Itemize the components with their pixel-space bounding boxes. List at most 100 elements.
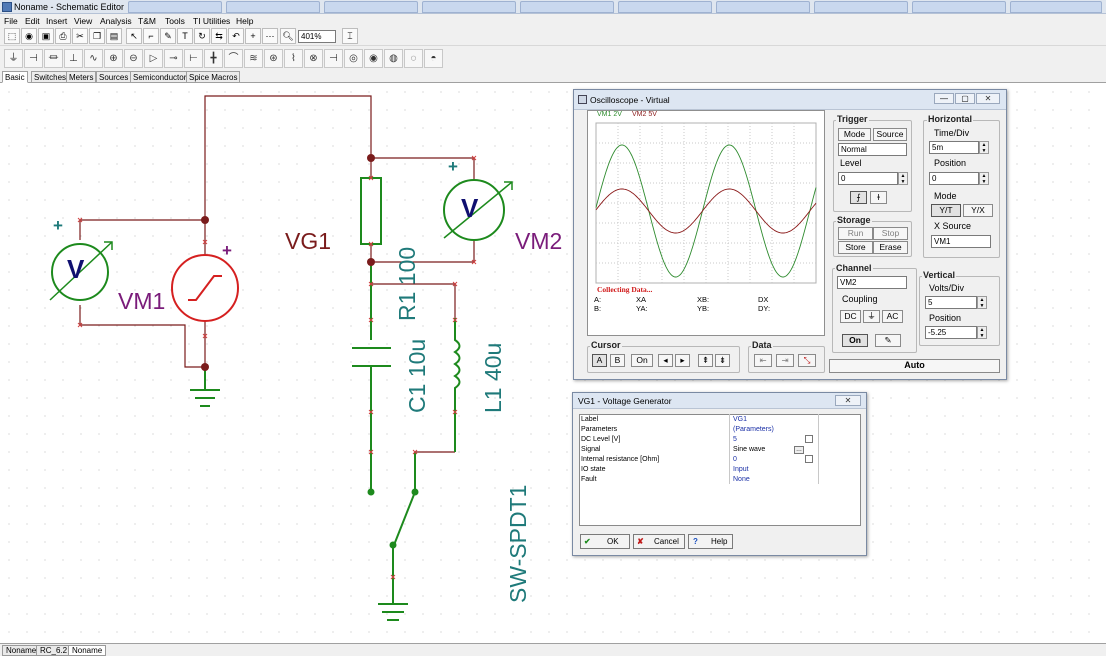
tab-sources[interactable]: Sources — [96, 71, 132, 83]
h-position-spinner[interactable]: ▲▼ — [979, 172, 989, 185]
transformer-icon[interactable]: ≋ — [244, 49, 263, 68]
tab-basic[interactable]: Basic — [2, 71, 28, 83]
transistor-icon[interactable]: ⊢ — [184, 49, 203, 68]
trigger-mode-select[interactable]: Normal — [838, 143, 907, 156]
background-tab[interactable] — [324, 1, 418, 13]
time-div-spinner[interactable]: ▲▼ — [979, 141, 989, 154]
level-spinner[interactable]: ▲▼ — [898, 172, 908, 185]
signal-analyzer-icon[interactable]: ◓ — [424, 49, 443, 68]
prop-value[interactable]: (Parameters) — [733, 426, 774, 433]
background-tab[interactable] — [912, 1, 1006, 13]
x-source-select[interactable]: VM1 — [931, 235, 991, 248]
cursor-down-button[interactable]: ⇟ — [715, 354, 730, 367]
prop-value[interactable]: Input — [733, 466, 749, 473]
ok-button[interactable]: ✔ OK — [580, 534, 630, 549]
opamp-icon[interactable]: ╋ — [204, 49, 223, 68]
trigger-mode-button[interactable]: Mode — [838, 128, 871, 141]
menu-edit[interactable]: Edit — [25, 16, 40, 26]
cancel-button[interactable]: ✘ Cancel — [633, 534, 685, 549]
property-checkbox[interactable] — [805, 435, 813, 443]
menu-view[interactable]: View — [74, 16, 93, 26]
meter-icon[interactable]: ⊛ — [264, 49, 283, 68]
maximize-button[interactable]: ▢ — [955, 93, 975, 104]
paste-icon[interactable]: ▤ — [106, 28, 122, 44]
capacitor-icon[interactable]: ⊥ — [64, 49, 83, 68]
mode-yt-button[interactable]: Y/T — [931, 204, 961, 217]
background-tab[interactable] — [716, 1, 810, 13]
close-button[interactable]: ✕ — [976, 93, 1000, 104]
storage-erase-button[interactable]: Erase — [873, 241, 908, 254]
mode-yx-button[interactable]: Y/X — [963, 204, 993, 217]
grid-icon[interactable]: ⋯ — [262, 28, 278, 44]
doc-tab-noname-active[interactable]: Noname — [68, 645, 107, 656]
background-tab[interactable] — [422, 1, 516, 13]
menu-file[interactable]: File — [4, 16, 18, 26]
menu-help[interactable]: Help — [236, 16, 254, 26]
minimize-button[interactable]: — — [934, 93, 954, 104]
cut-icon[interactable]: ✂ — [72, 28, 88, 44]
open-icon[interactable]: ◉ — [21, 28, 37, 44]
signal-edit-button[interactable]: … — [794, 446, 804, 454]
prop-row-parameters[interactable]: Parameters(Parameters) — [579, 425, 811, 435]
cursor-up-button[interactable]: ⇞ — [698, 354, 713, 367]
menu-insert[interactable]: Insert — [46, 16, 68, 26]
ammeter-icon[interactable]: ◎ — [344, 49, 363, 68]
storage-run-button[interactable]: Run — [838, 227, 873, 240]
v-position-input[interactable]: -5.25 — [925, 326, 977, 339]
cursor-b-button[interactable]: B — [610, 354, 625, 367]
select-arrow-icon[interactable]: ↖ — [126, 28, 142, 44]
probe-icon[interactable]: ⊣ — [324, 49, 343, 68]
background-tab[interactable] — [226, 1, 320, 13]
tab-switches[interactable]: Switches — [31, 71, 70, 83]
prop-value[interactable]: None — [733, 476, 750, 483]
menu-tools[interactable]: Tools — [165, 16, 185, 26]
coupling-dc-button[interactable]: DC — [840, 310, 861, 323]
storage-store-button[interactable]: Store — [838, 241, 873, 254]
data-import-icon[interactable]: ⇤ — [754, 354, 772, 367]
cursor-right-button[interactable]: ▸ — [675, 354, 690, 367]
ground-icon[interactable]: ⏚ — [4, 49, 23, 68]
channel-color-button[interactable]: ✎ — [875, 334, 901, 347]
tab-meters[interactable]: Meters — [66, 71, 97, 83]
v-position-spinner[interactable]: ▲▼ — [977, 326, 987, 339]
doc-tab-rc-6-2[interactable]: RC_6.2 — [36, 645, 72, 656]
copy-icon[interactable]: ❐ — [89, 28, 105, 44]
menu-analysis[interactable]: Analysis — [100, 16, 132, 26]
trigger-rise-button[interactable]: ⨍ — [850, 191, 867, 204]
redo-icon[interactable]: + — [245, 28, 261, 44]
text-icon[interactable]: T — [177, 28, 193, 44]
measure-icon[interactable]: ⌶ — [342, 28, 358, 44]
level-input[interactable]: 0 — [838, 172, 898, 185]
scope-screen[interactable]: VM1 2V VM2 5V Collecting Data... A: XA X… — [587, 110, 825, 336]
trigger-source-button[interactable]: Source — [873, 128, 907, 141]
data-export-icon[interactable]: ⇥ — [776, 354, 794, 367]
background-tab[interactable] — [618, 1, 712, 13]
coupling-ac-button[interactable]: AC — [882, 310, 903, 323]
menu-tm[interactable]: T&M — [138, 16, 156, 26]
tab-spice-macros[interactable]: Spice Macros — [186, 71, 241, 83]
mirror-icon[interactable]: ⇆ — [211, 28, 227, 44]
property-checkbox[interactable] — [805, 455, 813, 463]
prop-value[interactable]: 0 — [733, 456, 737, 463]
resistor-r1[interactable] — [360, 177, 382, 245]
lamp-icon[interactable]: ⊗ — [304, 49, 323, 68]
channel-on-button[interactable]: On — [842, 334, 868, 347]
diode-icon[interactable]: ▷ — [144, 49, 163, 68]
prop-row-dc-level[interactable]: DC Level [V]5 — [579, 435, 811, 445]
background-tab[interactable] — [520, 1, 614, 13]
trigger-fall-button[interactable]: ɫ — [870, 191, 887, 204]
voltmeter-vm2[interactable] — [443, 179, 513, 241]
voltage-generator-vg1[interactable] — [171, 254, 239, 322]
h-position-input[interactable]: 0 — [929, 172, 979, 185]
cursor-a-button[interactable]: A — [592, 354, 607, 367]
prop-value[interactable]: VG1 — [733, 416, 748, 423]
help-button[interactable]: ? Help — [688, 534, 733, 549]
background-tab[interactable] — [1010, 1, 1102, 13]
wire-icon[interactable]: ⌐ — [143, 28, 159, 44]
jumper-icon[interactable]: ⌒ — [224, 49, 243, 68]
zoom-select[interactable]: 401% — [298, 30, 336, 43]
